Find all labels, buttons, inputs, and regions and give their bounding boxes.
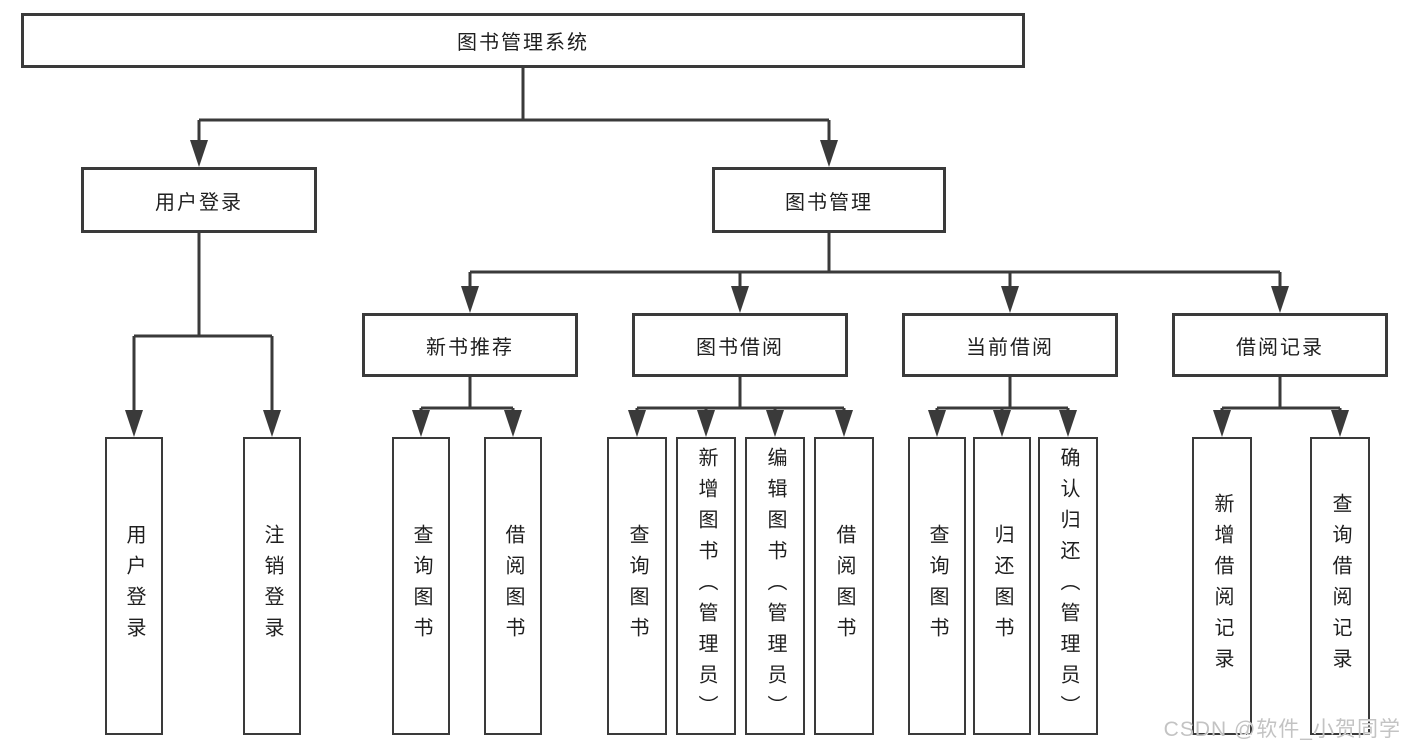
node-label: 图书借阅	[696, 336, 784, 359]
node-label: 当前借阅	[966, 336, 1054, 359]
arrowhead	[190, 140, 208, 167]
node-label: 新增借阅记录	[1211, 493, 1233, 679]
arrowhead	[766, 410, 784, 437]
arrowhead	[461, 286, 479, 313]
node-label: 编辑图书（管理员）	[764, 446, 786, 726]
arrowhead	[993, 410, 1011, 437]
node-label: 借阅图书	[502, 524, 524, 648]
arrowhead	[697, 410, 715, 437]
node-label: 注销登录	[261, 524, 283, 648]
leaf-query-books-recommend: 查询图书	[392, 437, 450, 735]
leaf-return-books: 归还图书	[973, 437, 1031, 735]
leaf-query-books-current: 查询图书	[908, 437, 966, 735]
node-user-login-module: 用户登录	[81, 167, 317, 233]
node-label: 确认归还（管理员）	[1057, 446, 1079, 726]
leaf-borrow-books-borrowing: 借阅图书	[814, 437, 874, 735]
leaf-confirm-return-admin: 确认归还（管理员）	[1038, 437, 1098, 735]
node-label: 借阅图书	[833, 524, 855, 648]
node-label: 查询图书	[410, 524, 432, 648]
arrowhead	[1331, 410, 1349, 437]
node-label: 用户登录	[155, 191, 243, 214]
arrowhead	[1271, 286, 1289, 313]
arrowhead	[1059, 410, 1077, 437]
arrowhead	[504, 410, 522, 437]
leaf-query-borrow-record: 查询借阅记录	[1310, 437, 1370, 735]
arrowhead	[731, 286, 749, 313]
arrowhead	[1213, 410, 1231, 437]
arrowhead	[412, 410, 430, 437]
node-book-borrowing: 图书借阅	[632, 313, 848, 377]
node-book-management-module: 图书管理	[712, 167, 946, 233]
node-label: 用户登录	[123, 524, 145, 648]
leaf-borrow-books-recommend: 借阅图书	[484, 437, 542, 735]
node-label: 图书管理系统	[457, 32, 589, 54]
leaf-query-books-borrowing: 查询图书	[607, 437, 667, 735]
arrowhead	[820, 140, 838, 167]
arrowhead	[125, 410, 143, 437]
leaf-edit-books-admin: 编辑图书（管理员）	[745, 437, 805, 735]
node-label: 查询图书	[926, 524, 948, 648]
node-label: 归还图书	[991, 524, 1013, 648]
arrowhead	[628, 410, 646, 437]
node-current-borrowing: 当前借阅	[902, 313, 1118, 377]
leaf-user-login: 用户登录	[105, 437, 163, 735]
node-label: 查询图书	[626, 524, 648, 648]
node-borrowing-records: 借阅记录	[1172, 313, 1388, 377]
node-label: 借阅记录	[1236, 336, 1324, 359]
arrowhead	[835, 410, 853, 437]
leaf-add-borrow-record: 新增借阅记录	[1192, 437, 1252, 735]
csdn-watermark: CSDN @软件_小贺同学	[1163, 718, 1401, 741]
leaf-logout: 注销登录	[243, 437, 301, 735]
node-label: 新增图书（管理员）	[695, 446, 717, 726]
node-label: 图书管理	[785, 191, 873, 214]
arrowhead	[928, 410, 946, 437]
node-label: 查询借阅记录	[1329, 493, 1351, 679]
arrowhead	[263, 410, 281, 437]
node-root-system: 图书管理系统	[21, 13, 1025, 68]
node-new-book-recommend: 新书推荐	[362, 313, 578, 377]
leaf-add-books-admin: 新增图书（管理员）	[676, 437, 736, 735]
arrowhead	[1001, 286, 1019, 313]
node-label: 新书推荐	[426, 336, 514, 359]
